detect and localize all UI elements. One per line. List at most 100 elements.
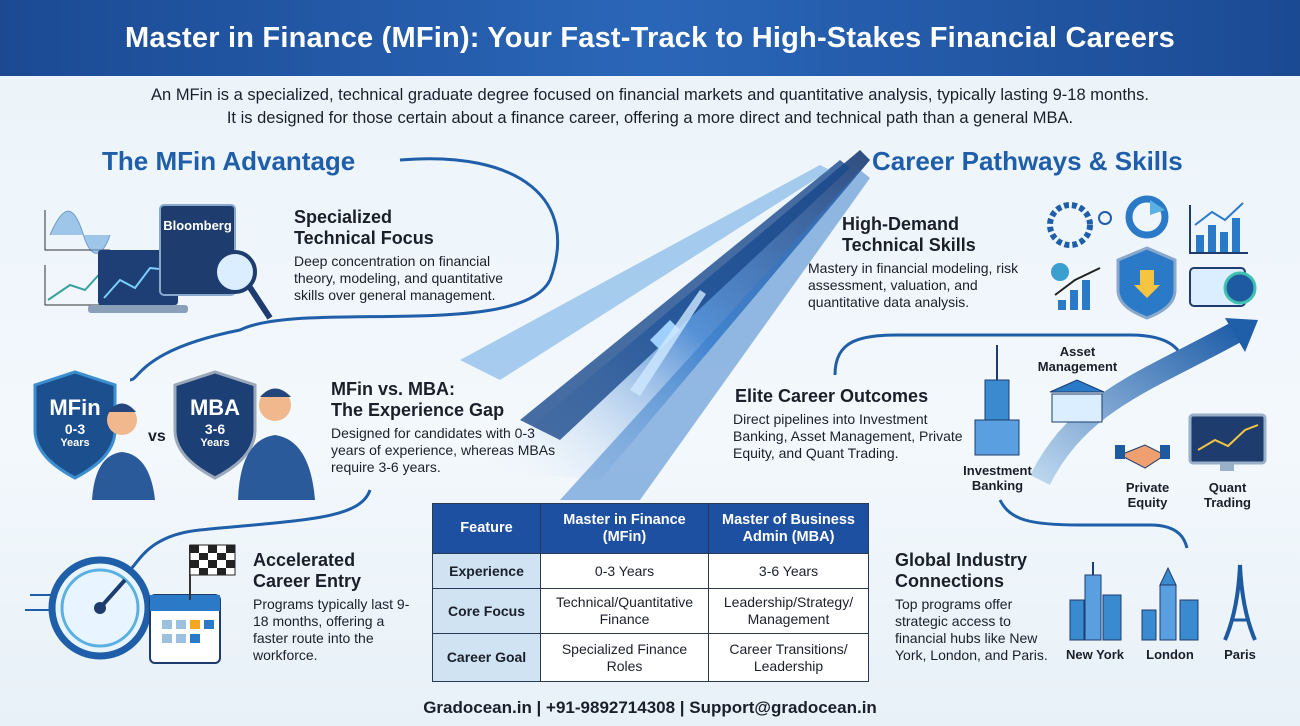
table-cell-feature: Experience [432, 553, 541, 589]
handshake-icon [1115, 444, 1170, 469]
feature-title: MFin vs. MBA: [331, 379, 455, 399]
label-line: Quant [1208, 480, 1247, 495]
table-cell: Technical/Quantitative Finance [540, 588, 709, 634]
feature-accelerated-entry: Accelerated Career Entry Programs typica… [253, 550, 413, 664]
label-line: Asset [1059, 344, 1096, 359]
feature-title: Career Entry [253, 571, 362, 591]
table-row: Career Goal Specialized Finance Roles Ca… [432, 633, 869, 682]
mba-badge-label: MBA [189, 395, 241, 420]
feature-experience-gap: MFin vs. MBA: The Experience Gap Designe… [331, 379, 556, 476]
feature-title: Elite Career Outcomes [735, 386, 929, 406]
table-cell: 3-6 Years [708, 553, 869, 589]
feature-title: Technical Focus [294, 228, 434, 248]
person-icon [92, 403, 155, 500]
intro-line: An MFin is a specialized, technical grad… [151, 86, 1149, 104]
city-label-new-york: New York [1065, 647, 1125, 662]
table-cell: Specialized Finance Roles [540, 633, 709, 682]
label-line: Private [1125, 480, 1170, 495]
mba-badge-unit: Years [200, 437, 230, 449]
feature-title: Accelerated [253, 550, 356, 570]
label-line: Management [1037, 359, 1118, 374]
footer-contact: Gradocean.in | +91-9892714308 | Support@… [423, 698, 877, 717]
mfin-badge-label: MFin [49, 395, 101, 420]
table-cell: 0-3 Years [540, 553, 709, 589]
feature-global-connections: Global Industry Connections Top programs… [895, 550, 1060, 664]
table-header: Master of Business Admin (MBA) [708, 503, 869, 554]
skyscraper-icon [974, 345, 1020, 456]
mba-shield-icon [173, 370, 257, 480]
table-cell: Career Transitions/ Leadership [708, 633, 869, 682]
label-line: Banking [971, 478, 1024, 493]
comparison-table: Feature Master in Finance (MFin) Master … [432, 503, 869, 682]
feature-desc: Designed for candidates with 0-3 years o… [331, 425, 556, 475]
page-title: Master in Finance (MFin): Your Fast-Trac… [125, 21, 1175, 54]
feature-specialized-focus: Specialized Technical Focus Deep concent… [294, 207, 534, 304]
feature-title: Technical Skills [842, 235, 976, 255]
label-line: Equity [1127, 495, 1168, 510]
table-cell-feature: Core Focus [432, 588, 541, 634]
connector-line [128, 489, 372, 572]
table-header: Master in Finance (MFin) [540, 503, 709, 554]
connector-line [129, 157, 560, 382]
table-row: Core Focus Technical/Quantitative Financ… [432, 588, 869, 634]
feature-title: High-Demand [842, 214, 959, 234]
feature-technical-skills: High-Demand Technical Skills Mastery in … [808, 214, 1028, 311]
calendar-icon [149, 594, 221, 664]
bar-chart-icon [1189, 202, 1248, 254]
city-label-london: London [1146, 647, 1194, 662]
feature-desc: Direct pipelines into Investment Banking… [733, 411, 963, 461]
trading-monitor-icon [1188, 413, 1267, 471]
mfin-badge-unit: Years [60, 437, 90, 449]
quant-charts-icon [44, 210, 111, 306]
table-cell: Leadership/Strategy/ Management [708, 588, 869, 634]
feature-career-outcomes: Elite Career Outcomes Direct pipelines i… [733, 386, 963, 462]
mfin-badge: MFin 0-3 Years [35, 395, 115, 449]
feature-desc: Top programs offer strategic access to f… [895, 596, 1048, 663]
london-big-ben-icon [1141, 566, 1199, 641]
feature-title: The Experience Gap [331, 400, 505, 420]
label-line: Investment [963, 463, 1032, 478]
new-york-skyline-icon [1069, 562, 1122, 641]
bloomberg-label: Bloomberg [163, 218, 232, 233]
gear-chart-icon [1047, 202, 1112, 248]
speedometer-icon [25, 556, 152, 660]
checkered-flag-icon [189, 544, 236, 600]
mba-badge: MBA 3-6 Years [175, 395, 255, 449]
city-label-paris: Paris [1224, 647, 1256, 662]
pie-chart-icon [1125, 195, 1169, 239]
vs-label: vs [148, 428, 166, 445]
feature-title: Global Industry [895, 550, 1028, 570]
connector-line [998, 499, 1189, 549]
speed-road-graphic [460, 150, 870, 500]
dollar-growth-icon [1051, 263, 1101, 310]
laptop-icon [88, 250, 188, 313]
intro-line: It is designed for those certain about a… [226, 109, 1074, 127]
mba-badge-years: 3-6 [204, 421, 226, 437]
valuation-icon [1189, 267, 1257, 307]
section-title-mfin-advantage: The MFin Advantage [102, 146, 356, 176]
table-header-row: Feature Master in Finance (MFin) Master … [432, 503, 869, 554]
header-banner: Master in Finance (MFin): Your Fast-Trac… [0, 0, 1300, 76]
section-title-career-pathways: Career Pathways & Skills [872, 146, 1183, 176]
feature-desc: Deep concentration on financial theory, … [294, 253, 504, 303]
feature-desc: Mastery in financial modeling, risk asse… [808, 260, 1019, 310]
table-row: Experience 0-3 Years 3-6 Years [432, 553, 869, 589]
feature-desc: Programs typically last 9-18 months, off… [253, 596, 410, 663]
mfin-badge-years: 0-3 [64, 421, 86, 437]
growth-arrow [1030, 320, 1246, 486]
intro-text: An MFin is a specialized, technical grad… [0, 84, 1300, 130]
feature-title: Connections [895, 571, 1005, 591]
table-header: Feature [432, 503, 541, 554]
paris-eiffel-tower-icon [1223, 564, 1257, 641]
table-cell-feature: Career Goal [432, 633, 541, 682]
magnifier-icon [213, 250, 273, 320]
risk-shield-icon [1116, 246, 1177, 320]
label-line: Trading [1204, 495, 1251, 510]
connector-line [833, 333, 1185, 376]
bank-building-icon [1049, 379, 1105, 423]
